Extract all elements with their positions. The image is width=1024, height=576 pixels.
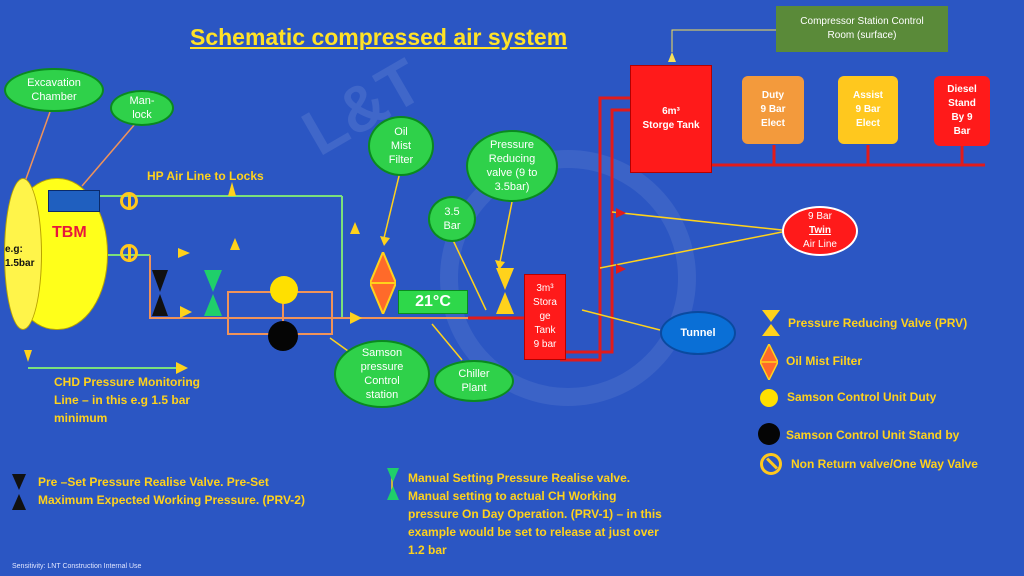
nrv-icon-2 (120, 244, 138, 262)
prv-label: Pressure Reducing valve (9 to 3.5bar) (466, 130, 558, 202)
duty-compressor: Duty 9 Bar Elect (742, 76, 804, 144)
storage-tank-3m3: 3m³ Stora ge Tank 9 bar (524, 274, 566, 360)
legend-prv-label: Pressure Reducing Valve (PRV) (788, 316, 968, 330)
pointer-excavation (21, 111, 51, 191)
legend-nrv-label: Non Return valve/One Way Valve (791, 457, 978, 471)
legend-nrv-icon (760, 453, 782, 475)
diesel-compressor: Diesel Stand By 9 Bar (934, 76, 990, 146)
hp-air-line-label: HP Air Line to Locks (147, 169, 264, 183)
storage-tank-6m3: 6m³ Storge Tank (630, 65, 712, 173)
legend-oil-icon (760, 344, 778, 380)
assist-compressor: Assist 9 Bar Elect (838, 76, 898, 144)
twin-arrow-2 (616, 264, 626, 274)
chd-line-label: CHD Pressure Monitoring Line – in this e… (54, 375, 201, 425)
temperature-display: 21°C (398, 290, 468, 314)
arrow-right-3 (350, 312, 362, 324)
man-lock-block (48, 190, 100, 212)
prv1-green-icon (204, 270, 222, 316)
pointer-prv (499, 201, 513, 263)
man-lock-label: Man- lock (110, 90, 174, 126)
arrow-chd-right (176, 362, 188, 374)
twin-arrow-1 (616, 208, 626, 218)
bar-3-5-label: 3.5 Bar (428, 196, 476, 242)
control-room-arrow (668, 52, 676, 62)
samson-station-label: Samson pressure Control station (334, 340, 430, 408)
tunnel-label: Tunnel (660, 311, 736, 355)
legend-duty-icon (760, 389, 778, 407)
legend-standby-label: Samson Control Unit Stand by (786, 428, 960, 442)
pointer-oil (383, 171, 401, 239)
footer-sensitivity: Sensitivity: LNT Construction Internal U… (12, 563, 142, 570)
tbm-cylinder-front (4, 178, 42, 330)
oil-mist-filter-label: Oil Mist Filter (368, 116, 434, 176)
pointer-35bar (451, 237, 487, 311)
control-room-link (671, 29, 776, 52)
arrow-hp-2 (230, 238, 240, 250)
legend-prv-icon (762, 310, 780, 336)
legend-duty-label: Samson Control Unit Duty (787, 390, 937, 404)
page-title: Schematic compressed air system (190, 24, 568, 50)
manual-note: Manual Setting Pressure Realise valve. M… (408, 471, 662, 557)
twin-line-3: Air Line (803, 239, 837, 250)
pointer-prv-head (495, 260, 505, 270)
storage-tank-6m3-label: 6m³ Storge Tank (642, 106, 700, 131)
manual-note-icon (387, 468, 399, 500)
legend-standby-icon (758, 423, 780, 445)
arrow-right-1 (178, 248, 190, 258)
twin-air-line-b (560, 108, 630, 354)
legend-oil-label: Oil Mist Filter (786, 354, 863, 368)
prv-yellow-icon (496, 268, 514, 314)
pointer-manlock (81, 123, 136, 187)
arrow-right-2 (180, 306, 192, 318)
pointer-oil-head (380, 236, 390, 246)
twin-air-line-label: 9 Bar Twin Air Line (782, 206, 858, 256)
excavation-chamber-label: Excavation Chamber (4, 68, 104, 112)
arrow-down-chd (24, 350, 32, 362)
twin-line-1: 9 Bar (808, 211, 832, 222)
prv2-black-icon (152, 270, 168, 316)
nrv-icon-1 (120, 192, 138, 210)
tbm-label: TBM (52, 224, 87, 241)
oil-filter-icon (370, 252, 396, 314)
samson-standby-unit (268, 321, 298, 351)
chiller-plant-label: Chiller Plant (434, 360, 514, 402)
control-room-box: Compressor Station Control Room (surface… (776, 6, 948, 52)
pointer-twin-1 (611, 211, 783, 231)
arrow-hp-3 (350, 222, 360, 234)
tbm-pressure: e.g: 1.5bar (5, 244, 35, 269)
pointer-chiller (431, 323, 463, 361)
samson-duty-unit (270, 276, 298, 304)
arrow-hp-1 (228, 182, 236, 196)
pointer-twin-2 (599, 231, 783, 269)
twin-line-2: Twin (808, 225, 832, 236)
preset-note: Pre –Set Pressure Realise Valve. Pre-Set… (38, 475, 305, 507)
twin-air-line-a (560, 96, 630, 362)
pointer-tunnel (581, 309, 661, 331)
preset-note-icon (12, 474, 26, 510)
